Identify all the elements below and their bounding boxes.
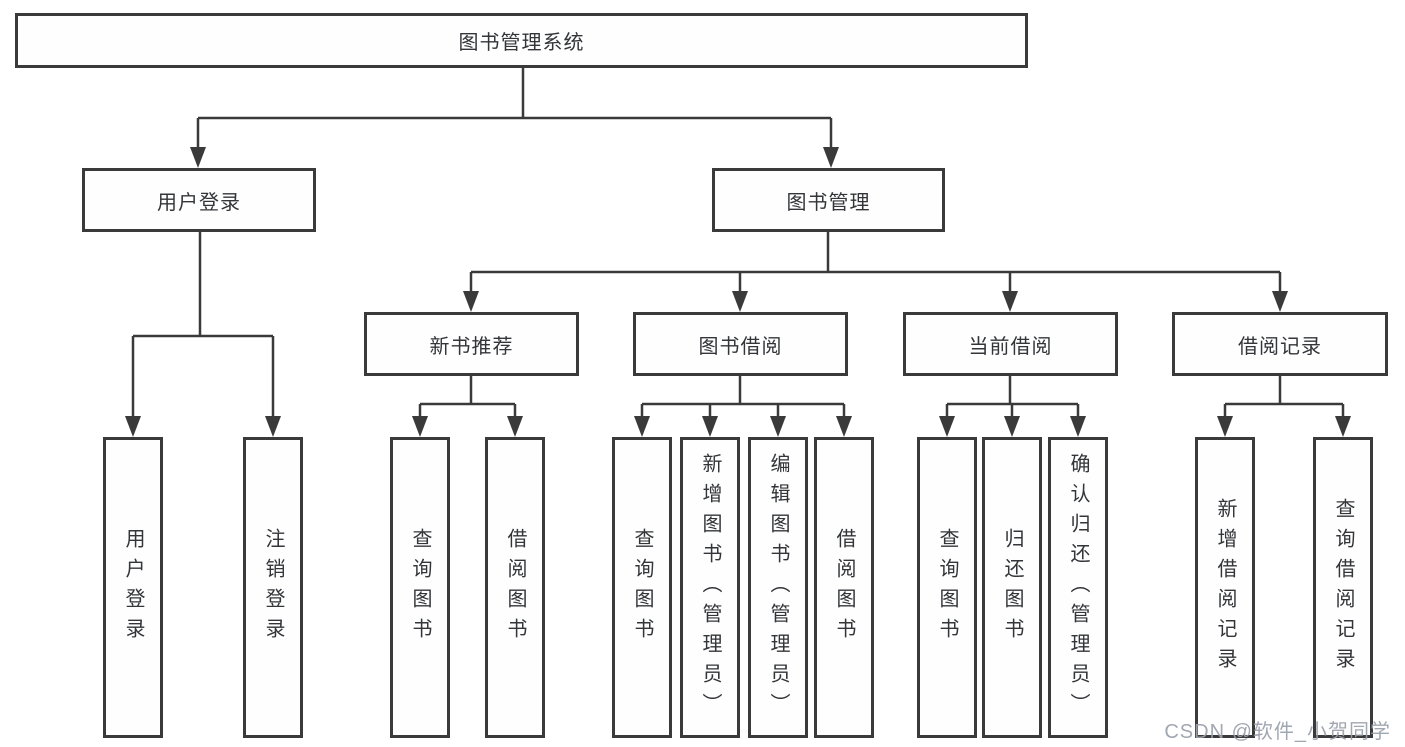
node-borrow-record-label: 借阅记录 bbox=[1238, 335, 1322, 358]
leaf-br-add-record-label: 新增借阅记录 bbox=[1214, 497, 1236, 678]
leaf-cb-return-book-label: 归还图书 bbox=[1001, 527, 1023, 648]
leaf-bb-edit-book: 编辑图书（管理员） bbox=[748, 437, 808, 738]
node-borrow-record: 借阅记录 bbox=[1172, 312, 1388, 376]
leaf-cb-query-book: 查询图书 bbox=[917, 437, 977, 738]
node-current-borrow: 当前借阅 bbox=[903, 312, 1118, 376]
leaf-user-login: 用户登录 bbox=[103, 437, 163, 738]
node-root-label: 图书管理系统 bbox=[458, 32, 585, 54]
arrowheads bbox=[125, 147, 1351, 437]
node-new-book-recommend-label: 新书推荐 bbox=[429, 335, 514, 358]
leaf-cb-confirm-return: 确认归还（管理员） bbox=[1048, 437, 1108, 738]
leaf-bb-query-book-label: 查询图书 bbox=[631, 527, 653, 648]
leaf-br-query-record: 查询借阅记录 bbox=[1313, 437, 1373, 738]
leaf-bb-add-book: 新增图书（管理员） bbox=[680, 437, 740, 738]
leaf-cb-query-book-label: 查询图书 bbox=[936, 527, 958, 648]
node-current-borrow-label: 当前借阅 bbox=[968, 335, 1053, 358]
node-root: 图书管理系统 bbox=[15, 13, 1028, 68]
leaf-br-add-record: 新增借阅记录 bbox=[1195, 437, 1255, 738]
node-user-login-group: 用户登录 bbox=[82, 168, 316, 232]
node-user-login-group-label: 用户登录 bbox=[157, 191, 241, 214]
leaf-nb-borrow-book: 借阅图书 bbox=[485, 437, 545, 738]
leaf-cb-return-book: 归还图书 bbox=[982, 437, 1042, 738]
node-book-management: 图书管理 bbox=[712, 168, 945, 232]
leaf-nb-query-book: 查询图书 bbox=[390, 437, 450, 738]
leaf-bb-borrow-book: 借阅图书 bbox=[814, 437, 874, 738]
leaf-user-login-label: 用户登录 bbox=[122, 527, 144, 648]
node-book-management-label: 图书管理 bbox=[786, 191, 871, 214]
leaf-logout: 注销登录 bbox=[243, 437, 303, 738]
leaf-bb-query-book: 查询图书 bbox=[612, 437, 672, 738]
leaf-br-query-record-label: 查询借阅记录 bbox=[1332, 497, 1354, 678]
csdn-watermark: CSDN @软件_小贺同学 bbox=[1164, 721, 1391, 743]
node-book-borrow-label: 图书借阅 bbox=[698, 335, 783, 358]
leaf-nb-borrow-book-label: 借阅图书 bbox=[504, 527, 526, 648]
leaf-bb-borrow-book-label: 借阅图书 bbox=[833, 527, 855, 648]
node-new-book-recommend: 新书推荐 bbox=[364, 312, 579, 376]
leaf-bb-edit-book-label: 编辑图书（管理员） bbox=[767, 452, 789, 723]
node-book-borrow: 图书借阅 bbox=[633, 312, 848, 376]
leaf-logout-label: 注销登录 bbox=[262, 527, 284, 648]
leaf-cb-confirm-return-label: 确认归还（管理员） bbox=[1067, 452, 1089, 723]
leaf-bb-add-book-label: 新增图书（管理员） bbox=[699, 452, 721, 723]
leaf-nb-query-book-label: 查询图书 bbox=[409, 527, 431, 648]
